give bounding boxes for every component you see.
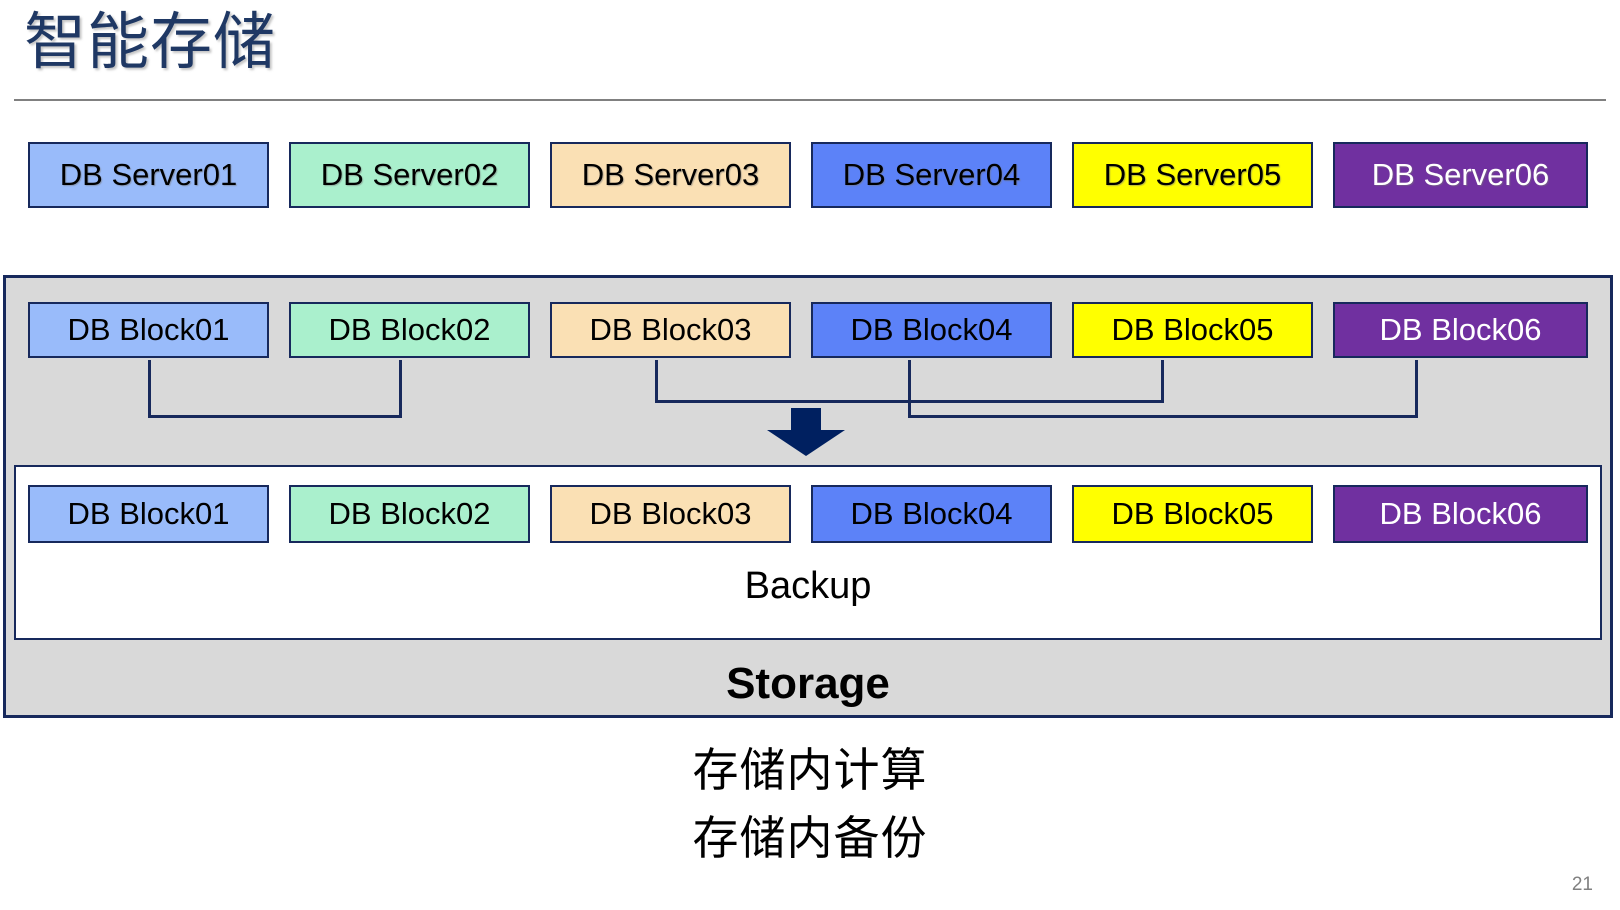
db-backup-block-box-4[interactable]: DB Block04 xyxy=(811,485,1052,543)
db-server-box-label: DB Server03 xyxy=(581,157,760,192)
connector-left-leg xyxy=(148,360,151,418)
db-block-box-label: DB Block06 xyxy=(1379,312,1542,347)
connector-block01-block02 xyxy=(148,360,402,418)
db-block-box-label: DB Block03 xyxy=(589,312,752,347)
caption-line-1: 存储内计算 xyxy=(692,744,928,796)
db-server-box-label: DB Server01 xyxy=(59,157,238,192)
connector-right-leg xyxy=(399,360,402,418)
connector-base xyxy=(908,415,1418,418)
backup-label: Backup xyxy=(744,565,872,607)
db-block-box-3[interactable]: DB Block03 xyxy=(550,302,791,358)
db-server-box-4[interactable]: DB Server04 xyxy=(811,142,1052,208)
db-backup-block-box-2[interactable]: DB Block02 xyxy=(289,485,530,543)
db-backup-block-box-6[interactable]: DB Block06 xyxy=(1333,485,1588,543)
db-backup-block-box-1[interactable]: DB Block01 xyxy=(28,485,269,543)
db-backup-block-box-label: DB Block01 xyxy=(67,496,230,531)
db-backup-block-box-5[interactable]: DB Block05 xyxy=(1072,485,1313,543)
db-block-box-6[interactable]: DB Block06 xyxy=(1333,302,1588,358)
connector-left-leg xyxy=(655,360,658,403)
connector-base xyxy=(148,415,402,418)
db-block-box-1[interactable]: DB Block01 xyxy=(28,302,269,358)
page-title: 智能存储 xyxy=(24,8,277,77)
db-block-box-label: DB Block02 xyxy=(328,312,491,347)
db-backup-block-box-label: DB Block05 xyxy=(1111,496,1274,531)
db-block-box-4[interactable]: DB Block04 xyxy=(811,302,1052,358)
db-server-box-label: DB Server04 xyxy=(842,157,1021,192)
db-block-box-label: DB Block05 xyxy=(1111,312,1274,347)
caption-group: 存储内计算存储内备份 xyxy=(0,736,1620,872)
db-server-box-2[interactable]: DB Server02 xyxy=(289,142,530,208)
connector-left-leg xyxy=(908,360,911,418)
storage-label: Storage xyxy=(726,659,890,708)
db-backup-block-box-label: DB Block04 xyxy=(850,496,1013,531)
db-server-box-label: DB Server06 xyxy=(1371,157,1550,192)
db-block-box-label: DB Block01 xyxy=(67,312,230,347)
db-server-box-5[interactable]: DB Server05 xyxy=(1072,142,1313,208)
db-server-box-label: DB Server05 xyxy=(1103,157,1282,192)
connector-right-leg xyxy=(1415,360,1418,418)
db-server-box-label: DB Server02 xyxy=(320,157,499,192)
title-divider xyxy=(14,99,1606,101)
connector-right-leg xyxy=(1161,360,1164,403)
down-arrow-icon xyxy=(757,408,855,456)
page-number: 21 xyxy=(1571,874,1593,895)
connector-block04-block06 xyxy=(908,360,1418,418)
db-block-box-2[interactable]: DB Block02 xyxy=(289,302,530,358)
db-backup-block-box-3[interactable]: DB Block03 xyxy=(550,485,791,543)
db-server-box-1[interactable]: DB Server01 xyxy=(28,142,269,208)
db-server-box-6[interactable]: DB Server06 xyxy=(1333,142,1588,208)
db-block-box-label: DB Block04 xyxy=(850,312,1013,347)
db-backup-block-box-label: DB Block03 xyxy=(589,496,752,531)
db-server-box-3[interactable]: DB Server03 xyxy=(550,142,791,208)
db-block-box-5[interactable]: DB Block05 xyxy=(1072,302,1313,358)
db-backup-block-box-label: DB Block02 xyxy=(328,496,491,531)
caption-line-2: 存储内备份 xyxy=(692,812,928,865)
db-backup-block-box-label: DB Block06 xyxy=(1379,496,1542,531)
